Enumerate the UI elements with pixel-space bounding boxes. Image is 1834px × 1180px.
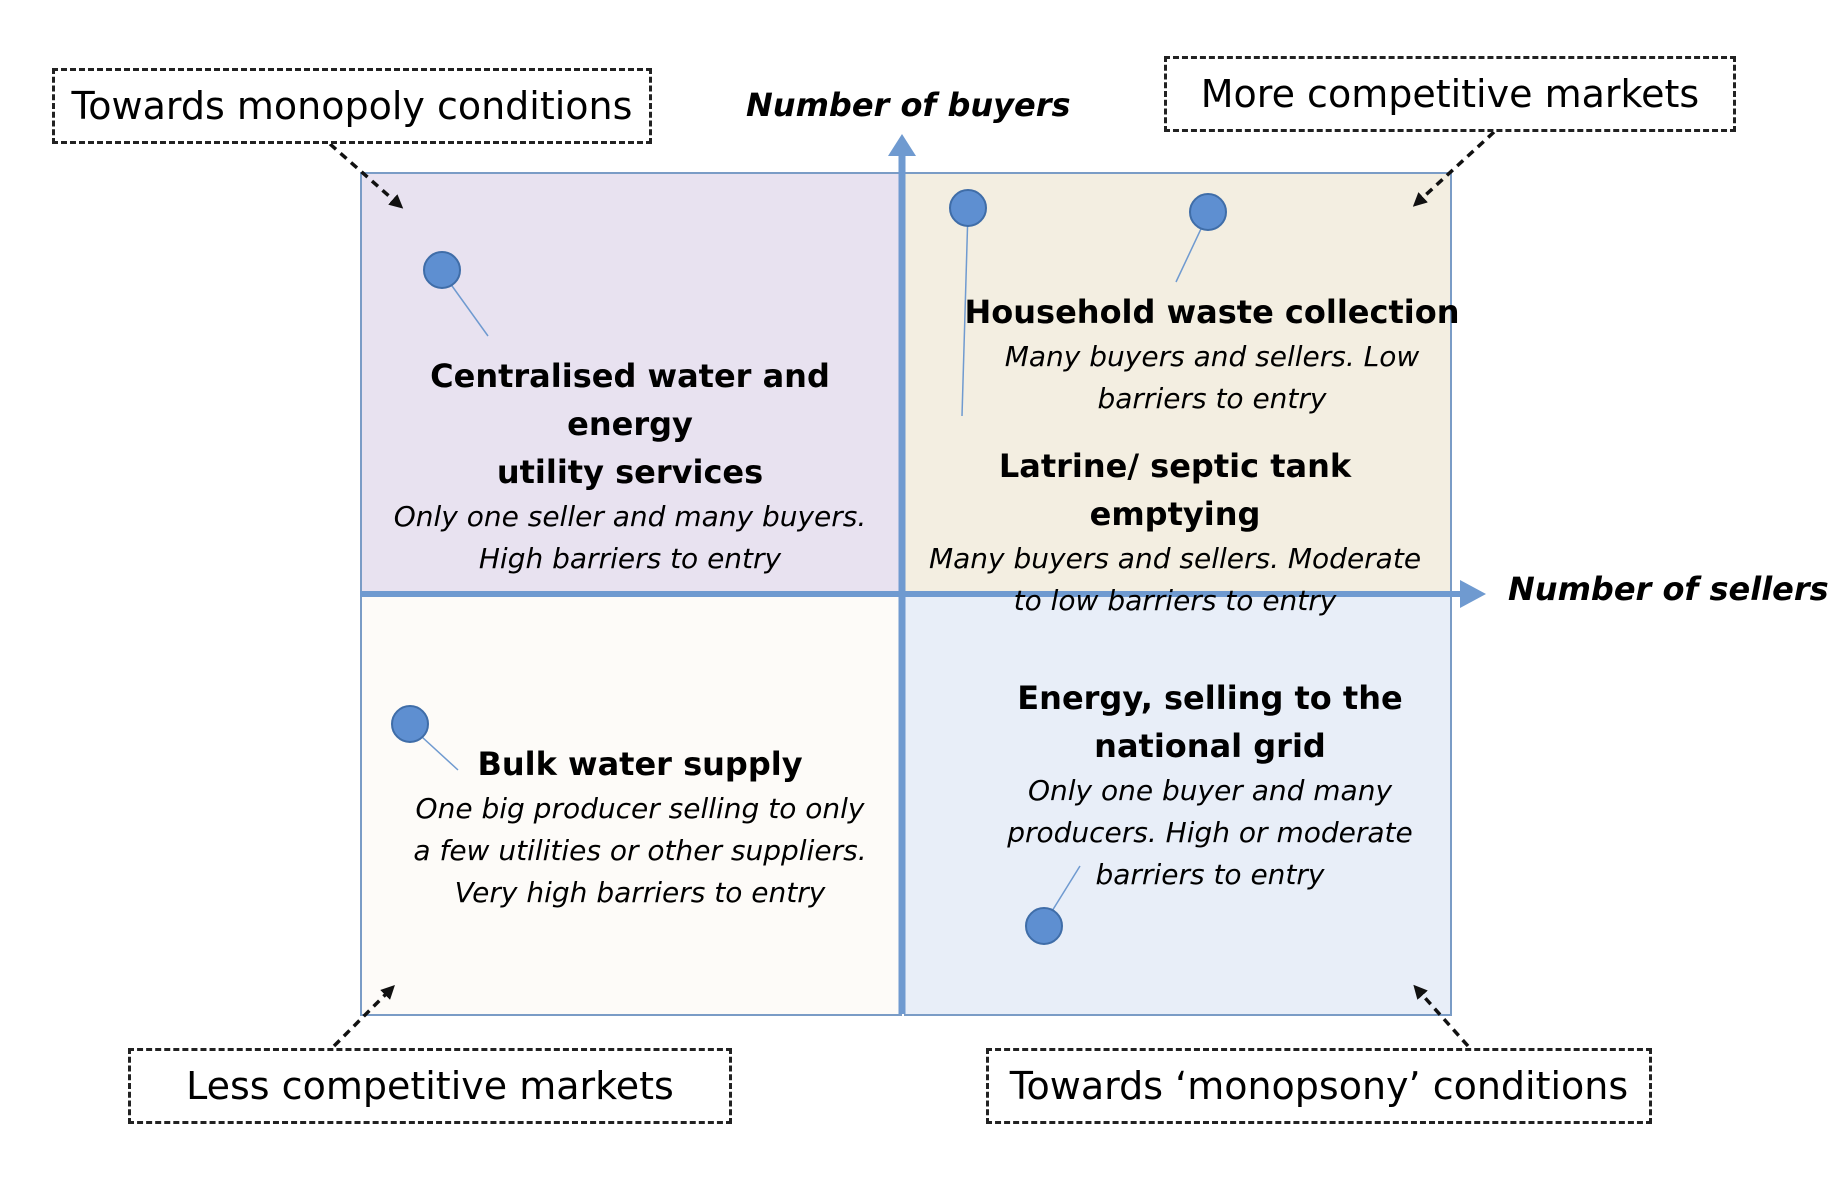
item-description: Many buyers and sellers. Low bbox=[1004, 340, 1420, 373]
item-description: Only one buyer and many bbox=[1027, 774, 1393, 807]
item-description: barriers to entry bbox=[1097, 382, 1327, 415]
item-title: Latrine/ septic tank emptying bbox=[998, 447, 1352, 533]
y-axis-arrowhead bbox=[888, 134, 916, 156]
item-description: Very high barriers to entry bbox=[454, 876, 826, 909]
label-more-competitive: More competitive markets bbox=[1164, 56, 1736, 132]
pin-bulk bbox=[391, 705, 429, 743]
item-title: Household waste collection bbox=[964, 293, 1460, 331]
label-towards-monopoly-text: Towards monopoly conditions bbox=[71, 84, 633, 128]
pin-stem-latrine bbox=[961, 209, 969, 417]
item-title: Centralised water and energy bbox=[430, 357, 830, 443]
label-towards-monopsony-text: Towards ‘monopsony’ conditions bbox=[1009, 1064, 1629, 1108]
item-bulk-water: Bulk water supply One big producer selli… bbox=[370, 740, 910, 914]
item-description: One big producer selling to only bbox=[415, 792, 865, 825]
item-centralised-utility: Centralised water and energy utility ser… bbox=[370, 352, 890, 580]
label-more-competitive-text: More competitive markets bbox=[1200, 72, 1700, 116]
item-title: Energy, selling to the bbox=[1017, 679, 1403, 717]
item-title: utility services bbox=[496, 453, 764, 491]
y-axis-label: Number of buyers bbox=[746, 86, 1071, 124]
corner-arrow-top-right bbox=[1412, 130, 1496, 207]
x-axis-arrowhead bbox=[1460, 580, 1486, 608]
item-description: High barriers to entry bbox=[478, 542, 782, 575]
quadrant-top-right bbox=[904, 172, 1452, 594]
item-title: national grid bbox=[1094, 727, 1326, 765]
item-energy-grid: Energy, selling to the national grid Onl… bbox=[960, 674, 1460, 896]
pin-household bbox=[1189, 193, 1227, 231]
x-axis-label: Number of sellers bbox=[1508, 570, 1829, 608]
quadrant-bottom-left bbox=[360, 596, 902, 1016]
item-description: producers. High or moderate bbox=[1007, 816, 1413, 849]
pin-latrine bbox=[949, 189, 987, 227]
label-less-competitive-text: Less competitive markets bbox=[186, 1064, 674, 1108]
item-description: barriers to entry bbox=[1095, 858, 1325, 891]
corner-arrow-top-left bbox=[328, 142, 404, 209]
item-description: Many buyers and sellers. Moderate bbox=[928, 542, 1422, 575]
item-description: a few utilities or other suppliers. bbox=[413, 834, 867, 867]
item-title: Bulk water supply bbox=[477, 745, 803, 783]
label-towards-monopsony: Towards ‘monopsony’ conditions bbox=[986, 1048, 1652, 1124]
corner-arrow-bottom-right bbox=[1413, 984, 1470, 1048]
label-towards-monopoly: Towards monopoly conditions bbox=[52, 68, 652, 144]
item-household-waste: Household waste collection Many buyers a… bbox=[962, 288, 1462, 420]
item-description: to low barriers to entry bbox=[1013, 584, 1337, 617]
label-less-competitive: Less competitive markets bbox=[128, 1048, 732, 1124]
item-description: Only one seller and many buyers. bbox=[393, 500, 867, 533]
quadrant-top-left bbox=[360, 172, 902, 594]
pin-energy bbox=[1025, 907, 1063, 945]
pin-centralised bbox=[423, 251, 461, 289]
item-latrine-emptying: Latrine/ septic tank emptying Many buyer… bbox=[910, 442, 1440, 622]
corner-arrow-bottom-left bbox=[332, 985, 395, 1048]
quadrant-bottom-right bbox=[904, 596, 1452, 1016]
